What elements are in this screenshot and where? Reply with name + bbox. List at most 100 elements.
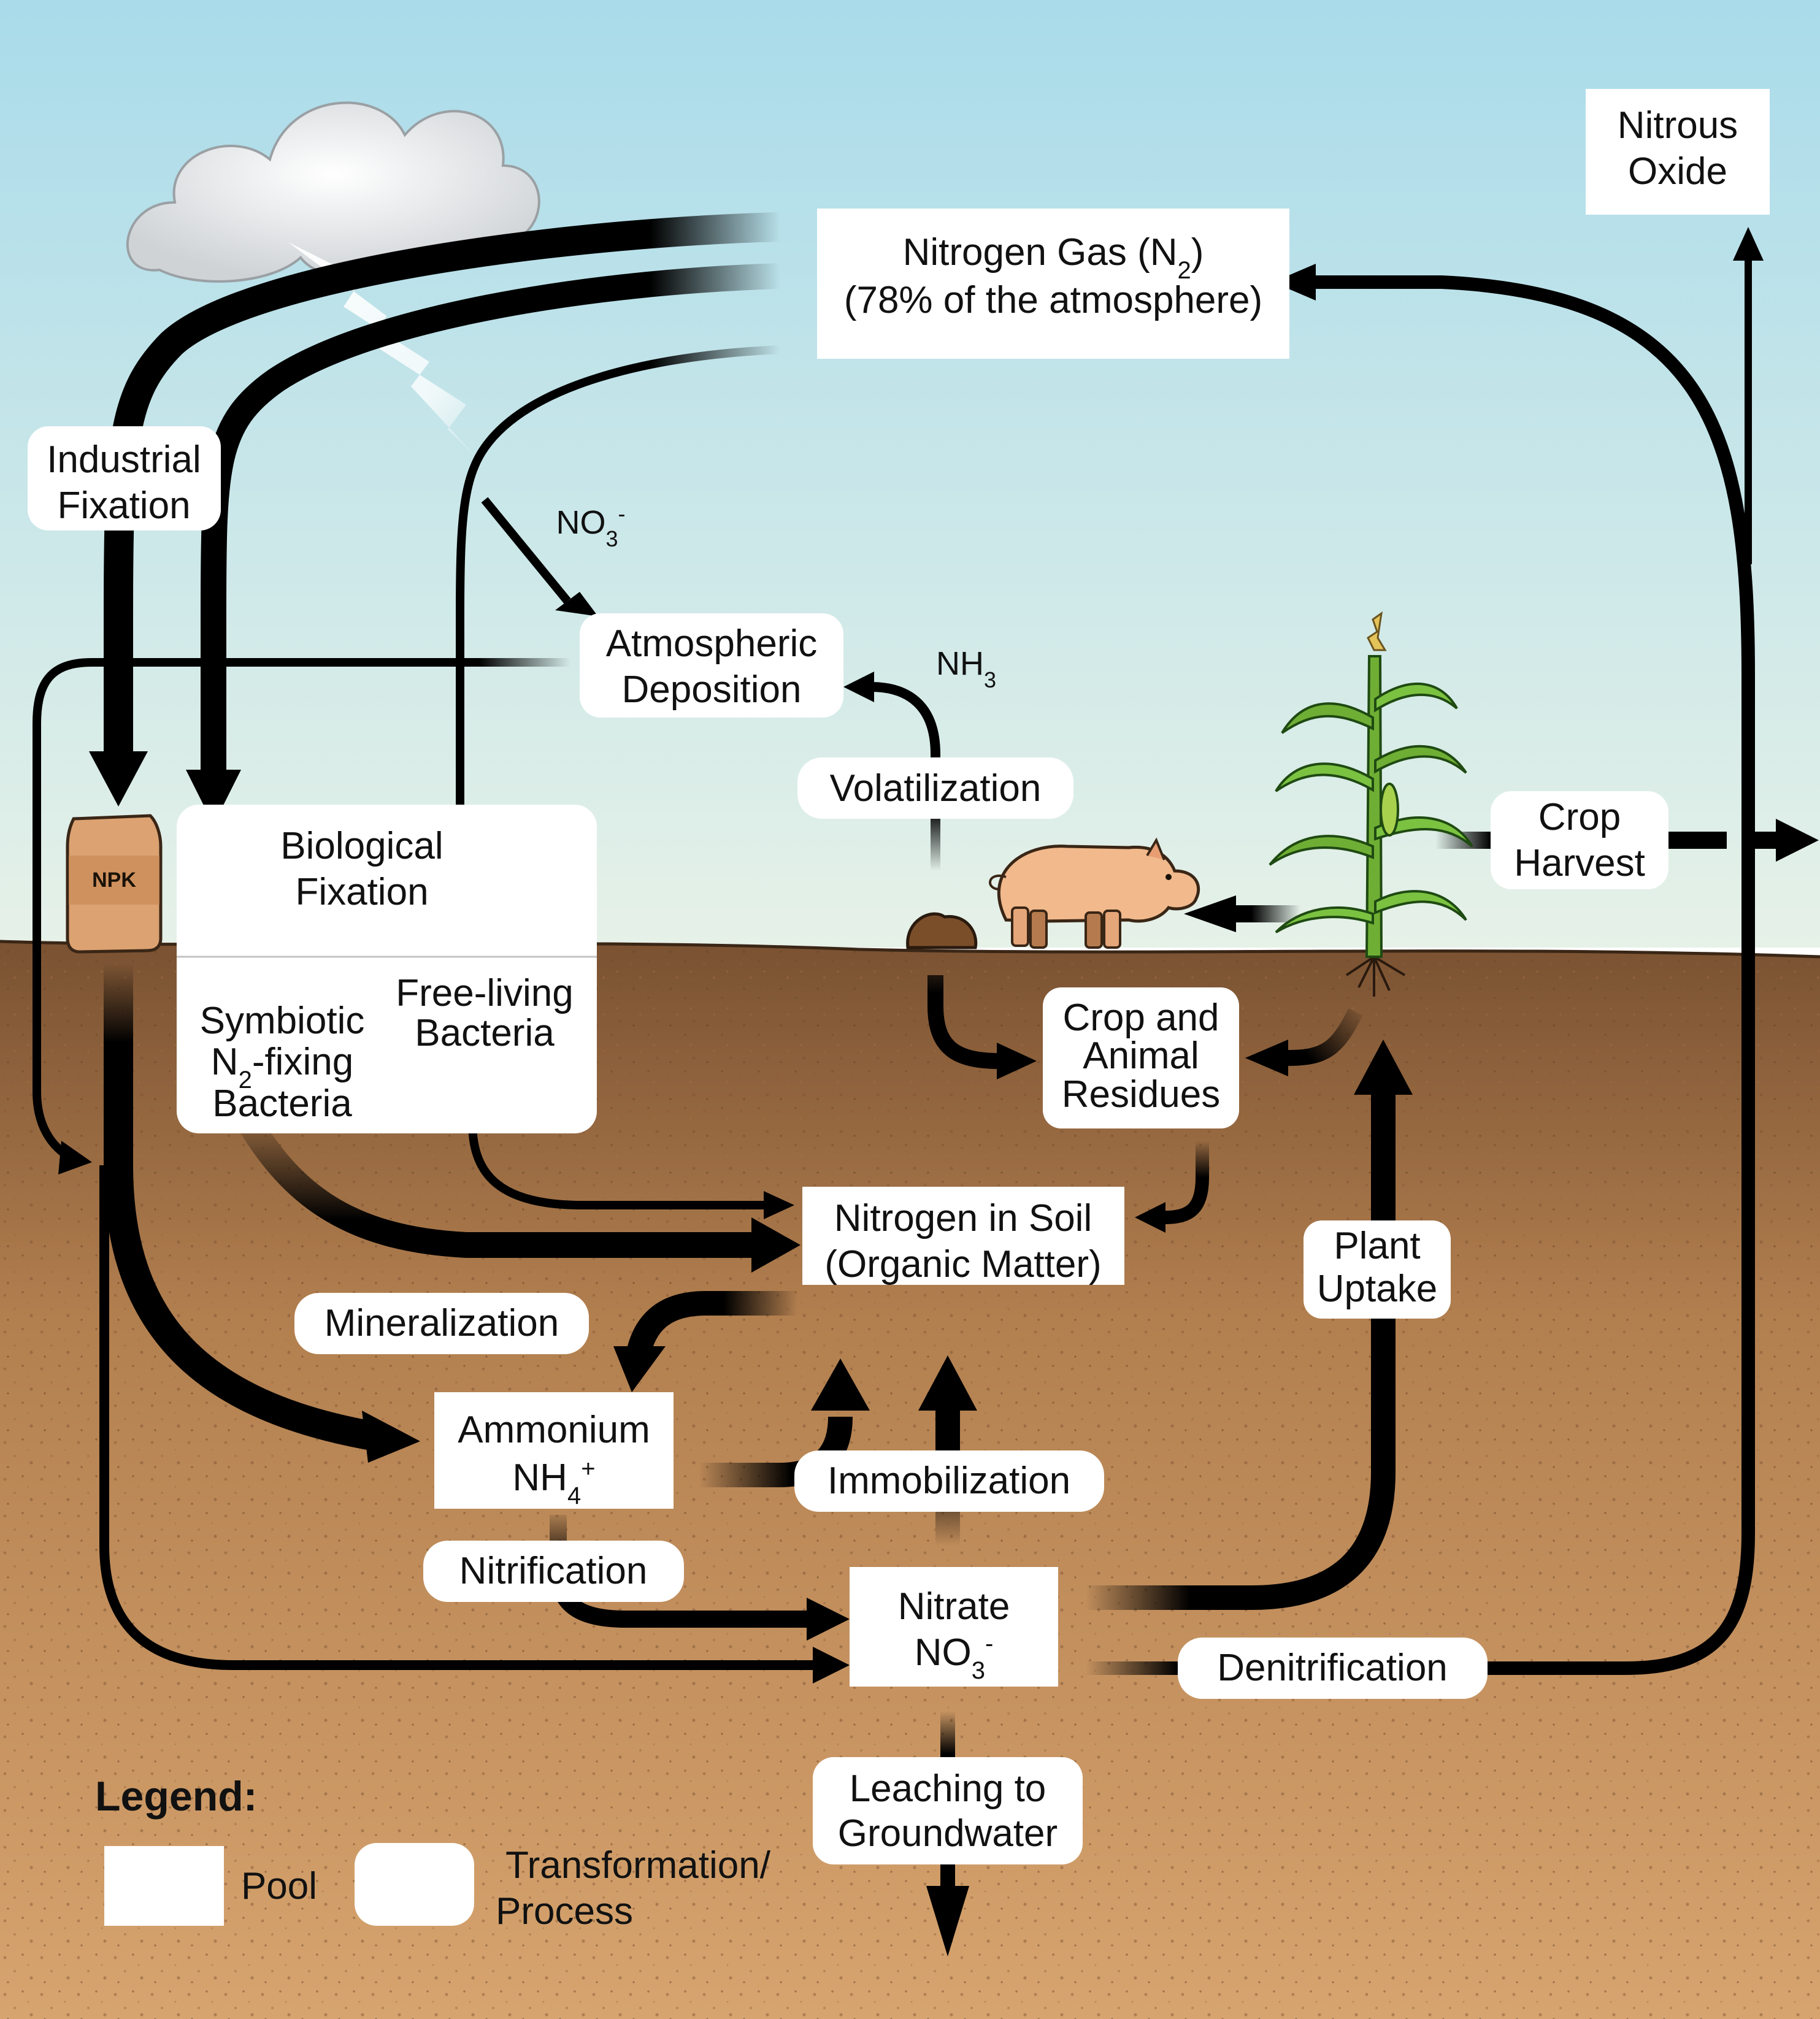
fertilizer-bag-label: NPK — [92, 868, 136, 892]
arrowhead-manure-residues — [997, 1043, 1037, 1079]
legend-pool-label: Pool — [241, 1865, 317, 1907]
lightning-icon — [288, 242, 485, 466]
arrowhead-immobilization-ammonium — [811, 1358, 870, 1411]
pool-nitrous-oxide-line2: Oxide — [1628, 150, 1727, 193]
arrow-plant-residues — [1288, 1008, 1363, 1066]
process-industrial-fixation: Industrial Fixation — [28, 426, 221, 531]
process-volatilization: Volatilization — [797, 757, 1073, 819]
process-nitrification: Nitrification — [423, 1541, 684, 1602]
svg-text:Groundwater: Groundwater — [838, 1812, 1058, 1855]
svg-text:Industrial: Industrial — [47, 439, 201, 481]
arrowhead-denitrification — [1273, 264, 1316, 301]
svg-text:Bacteria: Bacteria — [415, 1012, 555, 1054]
svg-text:Bacteria: Bacteria — [212, 1082, 352, 1125]
process-leaching: Leaching to Groundwater — [813, 1757, 1083, 1864]
pool-nitrogen-gas-line2: (78% of the atmosphere) — [844, 279, 1262, 321]
arrowhead-immobilization-nitrate — [918, 1355, 977, 1411]
svg-text:Fixation: Fixation — [57, 485, 190, 527]
arrowhead-plant-uptake — [1354, 1040, 1413, 1095]
arrow-residues-soil — [1165, 1141, 1209, 1224]
arrowhead-volatilization — [843, 672, 874, 702]
arrowhead-nitrification — [807, 1598, 850, 1641]
process-mineralization: Mineralization — [294, 1293, 589, 1354]
corn-plant-icon — [1269, 611, 1473, 997]
process-atmospheric-deposition: Atmospheric Deposition — [580, 613, 843, 718]
svg-text:N2-fixing: N2-fixing — [211, 1041, 353, 1094]
svg-text:NH4+: NH4+ — [512, 1455, 595, 1509]
arrowhead-deposition-nitrate — [813, 1647, 850, 1684]
svg-text:Fixation: Fixation — [295, 871, 428, 913]
pool-nitrous-oxide: Nitrous Oxide — [1586, 89, 1770, 215]
svg-text:Volatilization: Volatilization — [830, 767, 1042, 810]
process-crop-animal-residues: Crop and Animal Residues — [1043, 987, 1239, 1128]
arrow-symbiotic-soil — [234, 1109, 754, 1258]
svg-text:Ammonium: Ammonium — [458, 1409, 650, 1451]
legend: Legend: Pool Transformation/ Process — [95, 1773, 771, 1933]
arrow-mineralization — [626, 1291, 797, 1358]
arrowhead-residues-soil — [1135, 1202, 1165, 1233]
arrow-plant-uptake — [1086, 1092, 1396, 1610]
arrowhead-plant-residues — [1245, 1040, 1288, 1076]
legend-process-swatch — [355, 1843, 474, 1926]
pool-nitrate: Nitrate NO3- — [850, 1567, 1058, 1687]
pool-nitrogen-in-soil: Nitrogen in Soil (Organic Matter) — [802, 1187, 1124, 1285]
arrowhead-biological-fixation — [186, 770, 241, 825]
arrow-denitrification — [1086, 275, 1755, 1675]
arrow-fertilizer-ammonium — [104, 963, 383, 1452]
pool-nitrous-oxide-line1: Nitrous — [1618, 104, 1738, 147]
arrow-free-living-soil — [468, 1073, 764, 1209]
chem-label-nh3: NH3 — [936, 645, 996, 692]
arrowhead-nitrous-oxide — [1733, 227, 1764, 261]
svg-text:Mineralization: Mineralization — [324, 1302, 559, 1344]
process-crop-harvest: Crop Harvest — [1491, 791, 1668, 889]
svg-text:Denitrification: Denitrification — [1217, 1647, 1448, 1689]
pool-nitrogen-gas: Nitrogen Gas (N2) (78% of the atmosphere… — [817, 209, 1289, 359]
manure-icon — [906, 912, 978, 949]
svg-text:Crop: Crop — [1538, 796, 1621, 838]
svg-text:Leaching to: Leaching to — [850, 1768, 1046, 1810]
svg-text:(Organic Matter): (Organic Matter) — [824, 1243, 1101, 1285]
pig-icon — [989, 837, 1200, 949]
arrowhead-fertilizer-ammonium — [362, 1411, 420, 1463]
arrowhead-symbiotic-soil — [751, 1217, 801, 1273]
arrowhead-free-living-soil — [764, 1191, 794, 1219]
fertilizer-bag-icon: NPK — [66, 814, 163, 954]
process-biological-fixation: Biological Fixation Symbiotic N2-fixing … — [177, 805, 597, 1133]
svg-text:Immobilization: Immobilization — [827, 1460, 1070, 1502]
svg-text:Uptake: Uptake — [1317, 1268, 1437, 1310]
legend-process-line1: Transformation/ — [505, 1844, 771, 1887]
arrow-lightning — [481, 497, 571, 604]
svg-text:Biological: Biological — [280, 825, 443, 867]
arrowhead-leaching — [926, 1886, 969, 1956]
arrowhead-atmospheric-deposition — [58, 1141, 92, 1174]
svg-text:Animal: Animal — [1083, 1035, 1199, 1077]
svg-text:Crop and: Crop and — [1062, 997, 1219, 1039]
pool-nitrogen-gas-line1: Nitrogen Gas (N — [903, 231, 1178, 274]
arrow-free-living-fixation — [456, 345, 781, 908]
chem-label-no3: NO3- — [556, 501, 625, 551]
arrow-deposition-nitrate — [99, 1165, 816, 1670]
legend-process-line2: Process — [496, 1890, 633, 1933]
arrow-crop-harvest-dash2 — [1751, 832, 1779, 849]
process-denitrification: Denitrification — [1178, 1638, 1488, 1699]
arrow-crop-harvest-dash — [1665, 832, 1727, 849]
process-plant-uptake: Plant Uptake — [1304, 1220, 1451, 1319]
svg-text:Atmospheric: Atmospheric — [606, 623, 818, 665]
arrowhead-industrial-fixation — [89, 751, 148, 806]
svg-text:Harvest: Harvest — [1514, 842, 1645, 884]
arrow-manure-residues — [927, 975, 1000, 1069]
arrowhead-lightning — [555, 592, 598, 616]
svg-text:Plant: Plant — [1334, 1225, 1420, 1267]
pool-ammonium: Ammonium NH4+ — [434, 1392, 674, 1509]
svg-text:Free-living: Free-living — [396, 972, 573, 1014]
process-immobilization: Immobilization — [794, 1450, 1104, 1512]
arrow-volatilization — [870, 682, 940, 871]
arrowhead-crop-livestock — [1184, 895, 1236, 932]
svg-text:Symbiotic: Symbiotic — [200, 1000, 365, 1042]
svg-text:Residues: Residues — [1062, 1073, 1220, 1116]
arrowhead-mineralization — [613, 1346, 666, 1392]
svg-text:Deposition: Deposition — [622, 669, 802, 711]
svg-text:Nitrate: Nitrate — [898, 1585, 1010, 1628]
legend-title: Legend: — [95, 1773, 257, 1820]
